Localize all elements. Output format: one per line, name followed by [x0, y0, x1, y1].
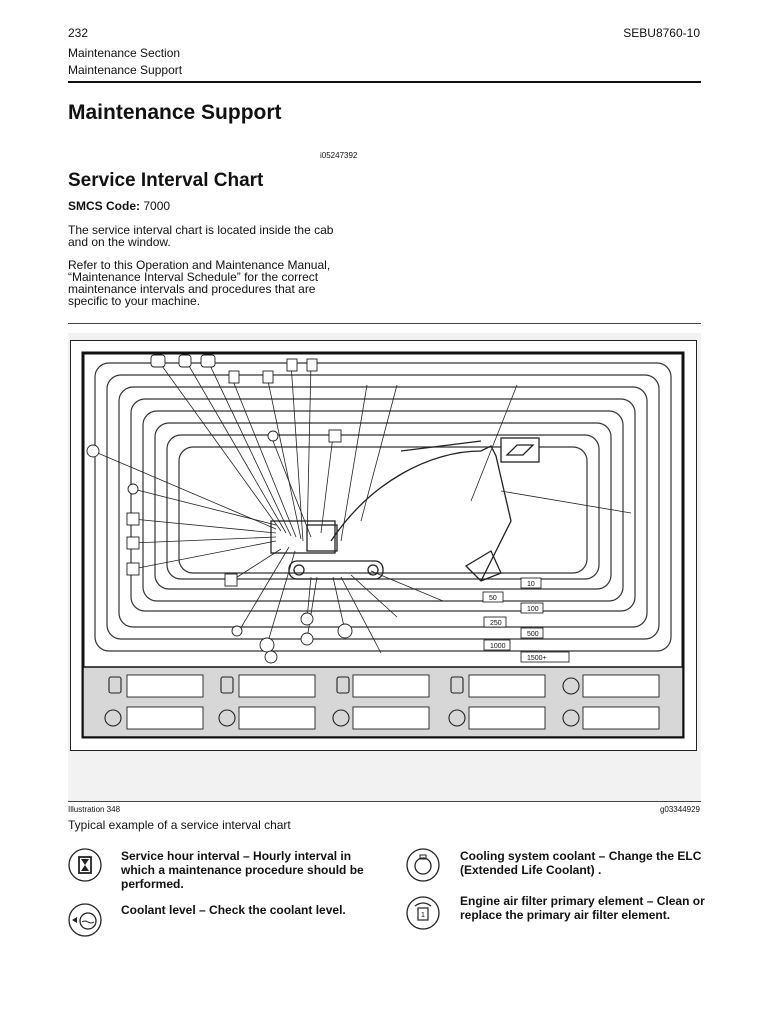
- topic-identifier: i05247392: [320, 151, 358, 160]
- interval-500: 500: [527, 631, 539, 638]
- leader-lines: [92, 358, 632, 654]
- legend-icons: [104, 676, 580, 727]
- figure-top-rule: [68, 323, 701, 324]
- cooling-coolant-icon: [406, 848, 440, 882]
- interval-1000: 1000: [490, 643, 506, 650]
- legend-item-service-hour: [68, 848, 102, 887]
- illustration-number: Illustration 348: [68, 805, 121, 814]
- interval-1500-plus: 1500+: [527, 655, 547, 662]
- document-id: SEBU8760-10: [623, 26, 700, 40]
- legend-text-cooling-coolant: Cooling system coolant – Change the ELC …: [460, 849, 702, 877]
- interval-markers: 10 50 100 250 500 1000 1500+: [482, 577, 570, 663]
- legend-boxes: [126, 674, 660, 730]
- component-icons: [86, 354, 353, 664]
- interval-rings: [94, 362, 672, 652]
- section-heading: Service Interval Chart: [68, 170, 264, 191]
- interval-250: 250: [490, 620, 502, 627]
- air-filter-icon: 1: [406, 896, 440, 930]
- excavator-drawing: [270, 437, 540, 582]
- smcs-code: SMCS Code: 7000: [68, 199, 170, 213]
- subsection-title: Maintenance Support: [68, 63, 183, 77]
- legend-text-coolant-level: Coolant level – Check the coolant level.: [121, 903, 346, 917]
- graphic-id: g03344929: [659, 805, 700, 814]
- legend-item-air-filter: 1: [406, 896, 440, 935]
- caption-rule: [68, 801, 701, 802]
- chart-drawing: 10 50 100 250 500 1000 1500+: [81, 351, 685, 739]
- figure-caption: Typical example of a service interval ch…: [68, 818, 291, 832]
- coolant-level-icon: [68, 903, 102, 937]
- service-interval-chart: 10 50 100 250 500 1000 1500+: [70, 340, 697, 751]
- interval-100: 100: [527, 606, 539, 613]
- legend-item-coolant-level: [68, 903, 102, 942]
- paragraph-reference: Refer to this Operation and Maintenance …: [68, 258, 331, 308]
- legend-text-air-filter: Engine air filter primary element – Clea…: [460, 894, 705, 922]
- hourglass-icon: [68, 848, 102, 882]
- smcs-value: 7000: [143, 199, 171, 213]
- legend-item-cooling-coolant: [406, 848, 440, 887]
- interval-50: 50: [489, 595, 497, 602]
- paragraph-location: The service interval chart is located in…: [68, 223, 334, 249]
- header-rule: [68, 81, 701, 83]
- page-title: Maintenance Support: [68, 101, 282, 124]
- legend-text-service-hour: Service hour interval – Hourly interval …: [121, 849, 364, 891]
- interval-10: 10: [527, 581, 535, 588]
- section-title: Maintenance Section: [68, 46, 181, 60]
- svg-text:1: 1: [421, 912, 425, 919]
- page-number: 232: [68, 26, 89, 40]
- smcs-label: SMCS Code:: [68, 199, 140, 213]
